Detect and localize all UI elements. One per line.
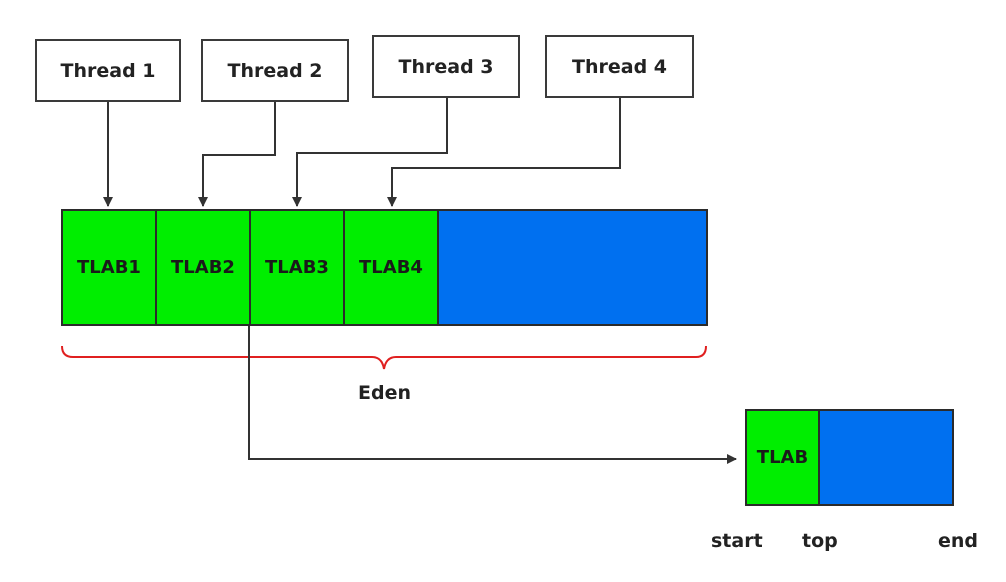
zoom-arrow xyxy=(248,326,737,464)
tlab-segment-2: TLAB2 xyxy=(155,209,251,326)
end-pointer-label: end xyxy=(938,530,979,552)
eden-label: Eden xyxy=(358,382,411,404)
tlab-label: TLAB4 xyxy=(359,257,423,278)
thread2-arrow xyxy=(198,102,276,207)
start-pointer-label: start xyxy=(711,530,763,552)
thread-label: Thread 3 xyxy=(398,55,494,78)
tlab-detail-label: TLAB xyxy=(756,447,809,468)
thread-box-2: Thread 2 xyxy=(201,39,349,102)
tlab-label: TLAB2 xyxy=(171,257,235,278)
tlab-segment-3: TLAB3 xyxy=(249,209,345,326)
top-pointer-label: top xyxy=(802,530,838,552)
eden-brace xyxy=(61,345,707,370)
tlab-detail-free xyxy=(818,409,954,506)
thread-label: Thread 2 xyxy=(227,59,323,82)
thread-box-4: Thread 4 xyxy=(545,35,694,98)
tlab-label: TLAB1 xyxy=(77,257,141,278)
thread-label: Thread 4 xyxy=(572,55,667,78)
thread-box-3: Thread 3 xyxy=(372,35,520,98)
tlab-segment-1: TLAB1 xyxy=(61,209,157,326)
tlab-detail-used: TLAB xyxy=(745,409,820,506)
tlab-segment-4: TLAB4 xyxy=(343,209,439,326)
thread-box-1: Thread 1 xyxy=(35,39,181,102)
thread3-arrow xyxy=(292,98,448,207)
thread-label: Thread 1 xyxy=(60,59,156,82)
eden-free-space xyxy=(437,209,708,326)
tlab-label: TLAB3 xyxy=(265,257,329,278)
thread4-arrow xyxy=(387,98,621,207)
